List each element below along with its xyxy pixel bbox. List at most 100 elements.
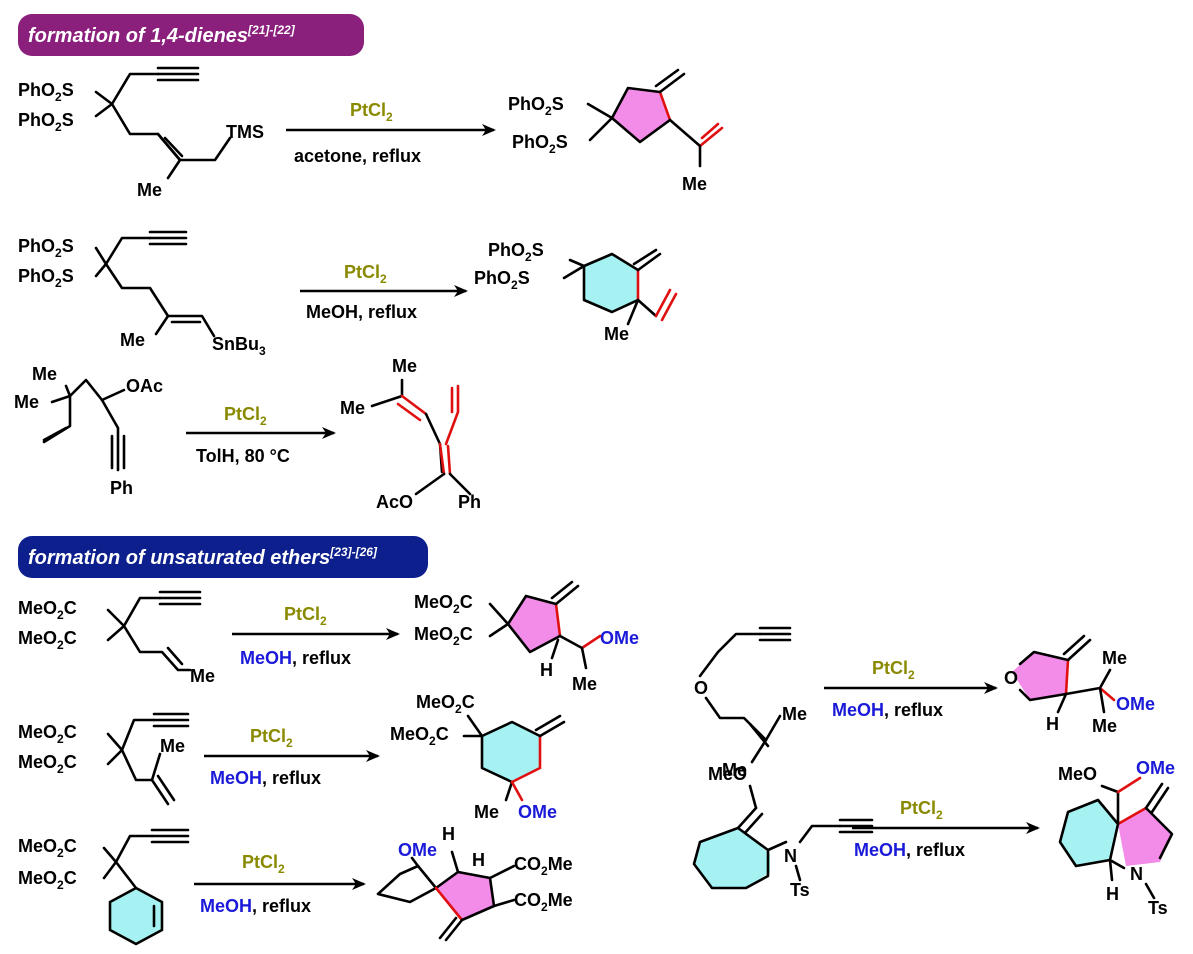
svg-text:PhO2S: PhO2S (474, 268, 530, 292)
reaction-2-product: Me PhO2S PhO2S (474, 240, 678, 344)
svg-text:O: O (694, 678, 708, 698)
reaction-4-substrate: MeO2C MeO2C Me (18, 590, 215, 686)
section-refs-ethers: [23]-[26] (329, 545, 378, 559)
svg-text:MeOH, reflux: MeOH, reflux (306, 302, 417, 322)
svg-text:Me: Me (190, 666, 215, 686)
svg-text:formation of 1,4-dienes[21]-[2: formation of 1,4-dienes[21]-[22] (28, 23, 296, 47)
svg-text:H: H (540, 660, 553, 680)
svg-text:H: H (442, 824, 455, 844)
svg-text:CO2Me: CO2Me (514, 890, 573, 914)
svg-text:MeOH, reflux: MeOH, reflux (240, 648, 351, 668)
svg-text:Me: Me (572, 674, 597, 694)
svg-text:Me: Me (340, 398, 365, 418)
svg-text:PhO2S: PhO2S (508, 94, 564, 118)
reaction-4-arrow: PtCl2 MeOH, reflux (232, 604, 400, 668)
reaction-5-product: Me OMe MeO2C MeO2C (390, 692, 566, 822)
svg-text:OMe: OMe (600, 628, 639, 648)
svg-text:formation of unsaturated ether: formation of unsaturated ethers[23]-[26] (28, 545, 378, 569)
reaction-7-substrate: O Me Me (694, 626, 807, 780)
reaction-6-product: OMe H H CO2Me CO2Me (376, 824, 573, 942)
svg-text:acetone, reflux: acetone, reflux (294, 146, 421, 166)
reaction-1-substrate: PhO2S PhO2S Me TMS (18, 66, 264, 200)
svg-text:MeOH, reflux: MeOH, reflux (854, 840, 965, 860)
svg-text:TolH, 80 °C: TolH, 80 °C (196, 446, 290, 466)
svg-text:MeO2C: MeO2C (414, 592, 473, 616)
reaction-1-arrow: PtCl2 acetone, reflux (286, 100, 496, 166)
svg-text:MeO2C: MeO2C (416, 692, 475, 716)
svg-text:H: H (1106, 884, 1119, 904)
svg-text:OAc: OAc (126, 376, 163, 396)
svg-text:CO2Me: CO2Me (514, 854, 573, 878)
svg-text:PhO2S: PhO2S (18, 80, 74, 104)
svg-text:Ph: Ph (458, 492, 481, 512)
svg-text:MeO: MeO (1058, 764, 1097, 784)
svg-text:N: N (1130, 864, 1143, 884)
reaction-8-arrow: PtCl2 MeOH, reflux (852, 798, 1040, 860)
svg-text:MeO2C: MeO2C (18, 722, 77, 746)
svg-text:PtCl2: PtCl2 (284, 604, 327, 628)
svg-text:OMe: OMe (1116, 694, 1155, 714)
reaction-2-substrate: PhO2S PhO2S Me SnBu3 (18, 230, 266, 358)
reaction-8-product: MeO OMe N H Ts (1058, 758, 1175, 918)
svg-text:Ts: Ts (790, 880, 810, 900)
svg-text:Me: Me (137, 180, 162, 200)
svg-text:MeO2C: MeO2C (414, 624, 473, 648)
svg-text:PtCl2: PtCl2 (250, 726, 293, 750)
svg-text:PtCl2: PtCl2 (242, 852, 285, 876)
svg-text:OMe: OMe (398, 840, 437, 860)
svg-text:Me: Me (474, 802, 499, 822)
svg-text:MeO: MeO (708, 764, 747, 784)
reaction-3-arrow: PtCl2 TolH, 80 °C (186, 404, 336, 466)
section-title-ethers: formation of unsaturated ethers (28, 547, 330, 569)
svg-text:MeO2C: MeO2C (18, 868, 77, 892)
svg-text:H: H (472, 850, 485, 870)
svg-text:PhO2S: PhO2S (512, 132, 568, 156)
svg-text:Ph: Ph (110, 478, 133, 498)
reaction-7-arrow: PtCl2 MeOH, reflux (824, 658, 998, 720)
svg-text:MeO2C: MeO2C (18, 598, 77, 622)
reaction-7-product: O H Me OMe Me (1004, 634, 1155, 736)
svg-text:Me: Me (604, 324, 629, 344)
reaction-5-arrow: PtCl2 MeOH, reflux (204, 726, 380, 788)
section-title-dienes: formation of 1,4-dienes (28, 25, 248, 47)
svg-text:PhO2S: PhO2S (18, 110, 74, 134)
svg-text:OMe: OMe (1136, 758, 1175, 778)
svg-text:Me: Me (782, 704, 807, 724)
svg-text:PhO2S: PhO2S (18, 236, 74, 260)
svg-text:N: N (784, 846, 797, 866)
svg-text:Ts: Ts (1148, 898, 1168, 918)
svg-text:AcO: AcO (376, 492, 413, 512)
section-refs-dienes: [21]-[22] (247, 23, 296, 37)
svg-text:O: O (1004, 668, 1018, 688)
svg-text:MeO2C: MeO2C (390, 724, 449, 748)
section-banner-dienes: formation of 1,4-dienes[21]-[22] (18, 14, 364, 56)
reaction-2-arrow: PtCl2 MeOH, reflux (300, 262, 468, 322)
svg-text:PhO2S: PhO2S (18, 266, 74, 290)
svg-text:PtCl2: PtCl2 (344, 262, 387, 286)
reaction-6-arrow: PtCl2 MeOH, reflux (194, 852, 366, 916)
reaction-8-substrate: MeO N Ts (692, 764, 874, 900)
svg-text:PtCl2: PtCl2 (872, 658, 915, 682)
svg-text:Me: Me (1092, 716, 1117, 736)
reaction-6-substrate: MeO2C MeO2C (18, 828, 190, 946)
svg-text:MeO2C: MeO2C (18, 836, 77, 860)
svg-text:PtCl2: PtCl2 (224, 404, 267, 428)
reaction-3-substrate: Me Me OAc Ph (14, 364, 163, 498)
svg-text:Me: Me (32, 364, 57, 384)
svg-text:Me: Me (120, 330, 145, 350)
svg-text:PtCl2: PtCl2 (900, 798, 943, 822)
svg-text:Me: Me (1102, 648, 1127, 668)
svg-text:Me: Me (682, 174, 707, 194)
reaction-5-substrate: MeO2C MeO2C Me (18, 712, 190, 806)
svg-text:MeOH, reflux: MeOH, reflux (832, 700, 943, 720)
reaction-3-product: Me Me AcO Ph (340, 356, 481, 512)
svg-text:MeO2C: MeO2C (18, 628, 77, 652)
svg-text:H: H (1046, 714, 1059, 734)
svg-text:MeO2C: MeO2C (18, 752, 77, 776)
svg-text:PtCl2: PtCl2 (350, 100, 393, 124)
svg-text:SnBu3: SnBu3 (212, 334, 266, 358)
svg-text:OMe: OMe (518, 802, 557, 822)
svg-text:MeOH, reflux: MeOH, reflux (210, 768, 321, 788)
svg-text:Me: Me (14, 392, 39, 412)
